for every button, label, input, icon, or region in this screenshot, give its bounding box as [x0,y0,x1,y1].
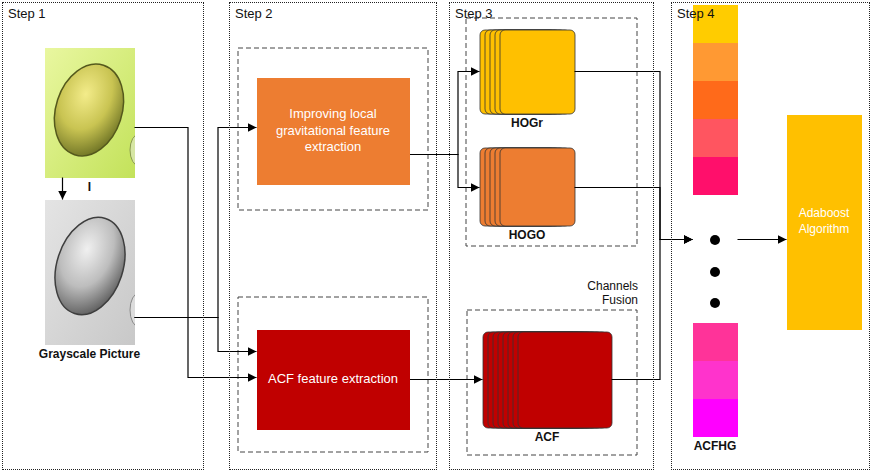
figure-label: ACF [483,430,612,444]
acf-stack [483,332,612,428]
channel-stack: HOGO [480,148,575,242]
flow-arrow [410,72,480,155]
egg-shape [45,55,135,165]
flow-arrow [135,128,257,378]
figure-area [45,200,135,345]
box-label: Improving local gravitational feature ex… [265,106,402,157]
flow-arrow [135,128,257,318]
feature-vector: ACFHG [683,5,748,453]
hogo-stack [480,148,575,226]
step-frame: Step 4 ACFHG Adaboost Algorithm [671,2,870,470]
process-box: ACF feature extraction [257,330,410,430]
step-frame: Step 1 I Grayscale Picture [2,2,204,470]
figure-label: I [45,180,135,194]
step-label: Step 3 [450,3,653,24]
feature-bar [693,5,738,437]
channel-stack: HOGr [480,30,575,130]
dashed-frame [467,310,637,455]
step-frame: Step 2 Improving local gravitational feat… [229,2,437,470]
figure-label: HOGr [480,116,575,130]
flow-arrow [738,239,787,240]
egg-edge [130,293,135,327]
figure-area [693,5,738,437]
flow-arrow [575,72,693,240]
photo-node: Grayscale Picture [30,200,150,361]
dashed-frame [466,18,637,246]
note-label: Channels Fusion [576,279,638,308]
figure-area [480,148,575,226]
flow-arrow [135,318,257,352]
flow-arrow [62,178,63,200]
figure-label: ACFHG [683,439,748,453]
hogr-stack [480,30,575,114]
figure-area [45,48,135,178]
box-label: Adaboost Algorithm [795,206,854,237]
step-label: Step 1 [3,3,203,24]
photo-node: I [45,48,135,194]
dashed-frame [238,297,428,452]
dashed-frame [238,48,428,210]
egg-grayscale [45,200,135,345]
figure-area [483,332,612,428]
step-label: Step 2 [230,3,436,24]
flow-arrow [410,379,483,380]
box-label: ACF feature extraction [268,371,398,388]
figure-area [480,30,575,114]
flow-arrow [612,240,693,380]
flow-arrow [575,188,693,240]
process-box: Improving local gravitational feature ex… [257,78,410,185]
egg-photo [45,48,135,178]
egg-edge [130,134,135,166]
channel-stack: ACF [483,332,612,444]
classifier-box: Adaboost Algorithm [787,115,862,330]
dashed-frames [238,18,637,455]
flow-arrow [410,155,480,188]
figure-label: Grayscale Picture [30,347,150,361]
figure-label: HOGO [480,228,575,242]
egg-shape [45,208,135,324]
step-frame: Step 3 HOGrHOGO ACF [449,2,654,470]
step-label: Step 4 [672,3,869,24]
